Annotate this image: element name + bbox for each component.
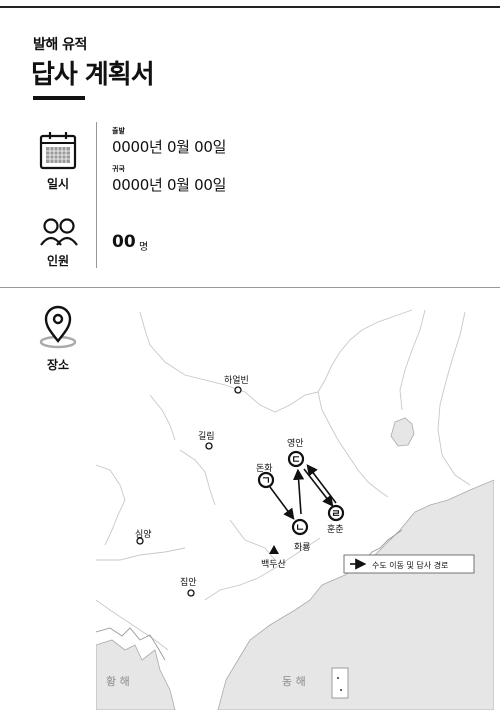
place-label: 장소 — [46, 358, 70, 372]
harbin-dot — [234, 386, 242, 394]
dokdo-inset — [331, 667, 349, 699]
title-underline — [33, 96, 85, 100]
east-sea — [217, 479, 494, 710]
return-label: 귀국 — [112, 165, 125, 173]
hwaryong-label: 화룡 — [294, 542, 311, 553]
route-arrow-1 — [269, 486, 295, 520]
jilin-label: 길림 — [198, 430, 215, 442]
shenyang-dot — [136, 537, 144, 545]
people-label: 인원 — [46, 254, 70, 268]
location-pin-icon — [39, 305, 77, 349]
dunhua-label: 돈화 — [256, 463, 273, 474]
marker-rieul: ㄹ — [327, 504, 345, 522]
schedule-label: 일시 — [46, 177, 70, 191]
yellow-sea-label: 황 해 — [106, 674, 130, 688]
hunchun-label: 훈춘 — [327, 523, 344, 535]
people-icon — [40, 218, 78, 246]
svg-text:ㄴ: ㄴ — [295, 523, 304, 534]
section-divider — [0, 287, 500, 288]
svg-text:ㄷ: ㄷ — [291, 455, 300, 466]
departure-date: 0000년 0월 00일 — [112, 138, 227, 156]
jian-dot — [187, 589, 195, 597]
document-subtitle: 발해 유적 — [33, 37, 87, 53]
east-sea-label: 동 해 — [282, 674, 306, 688]
return-date: 0000년 0월 00일 — [112, 176, 227, 194]
people-count: 00 — [112, 232, 136, 252]
yongan-label: 영안 — [287, 438, 304, 449]
harbin-label: 하얼빈 — [224, 375, 249, 386]
route-map: 하얼빈 길림 영안 돈화 훈춘 화룡 심양 집안 백두산 ㄱ ㄴ ㄷ ㄹ 수도 … — [96, 308, 494, 710]
khanka-lake — [390, 417, 415, 447]
jilin-dot — [205, 442, 213, 450]
yellow-sea — [96, 639, 176, 710]
map-legend: 수도 이동 및 답사 경로 — [343, 554, 475, 574]
people-unit: 명 — [139, 242, 149, 253]
svg-text:ㄹ: ㄹ — [331, 509, 340, 520]
route-arrow-4 — [306, 464, 337, 504]
baekdu-label: 백두산 — [261, 559, 286, 570]
route-arrow-2 — [293, 468, 305, 515]
departure-label: 출발 — [112, 127, 125, 135]
jian-label: 집안 — [180, 576, 197, 588]
legend-text: 수도 이동 및 답사 경로 — [372, 560, 448, 570]
document-title: 답사 계획서 — [31, 60, 155, 90]
marker-gieuk: ㄱ — [257, 471, 275, 489]
marker-digeut: ㄷ — [287, 450, 305, 468]
info-divider — [96, 122, 97, 268]
shenyang-label: 심양 — [135, 529, 152, 540]
svg-text:ㄱ: ㄱ — [261, 476, 270, 487]
mountain-icon — [269, 545, 279, 554]
calendar-icon — [39, 132, 77, 170]
marker-nieun: ㄴ — [291, 518, 309, 536]
top-rule — [0, 6, 500, 8]
